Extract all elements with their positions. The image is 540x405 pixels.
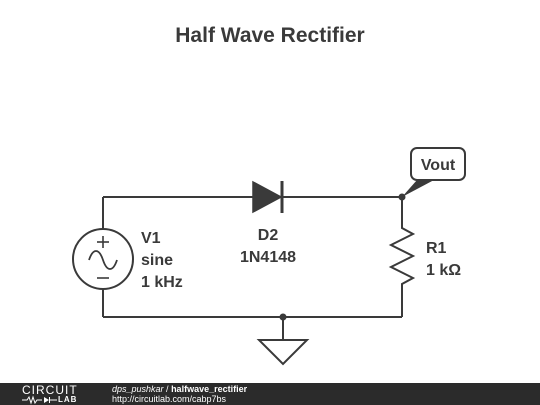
resistor-value-label: 1 kΩ	[426, 262, 461, 279]
author-link[interactable]: dps_pushkar	[112, 384, 164, 394]
footer-bar: CIRCUIT LAB dps_pushkar / halfwave_recti…	[0, 383, 540, 405]
diode-part-label: 1N4148	[240, 249, 296, 266]
probe-pointer-icon	[402, 180, 434, 197]
logo-top-text: CIRCUIT	[22, 383, 78, 397]
resistor-name-label: R1	[426, 240, 447, 257]
logo-lab-text: LAB	[58, 395, 78, 404]
voltage-source-v1[interactable]	[72, 228, 134, 290]
footer-attribution: dps_pushkar / halfwave_rectifier	[112, 384, 247, 394]
footer-info: dps_pushkar / halfwave_rectifier http://…	[112, 384, 247, 404]
diode-d2[interactable]	[252, 180, 284, 214]
probe-label-box	[410, 147, 466, 181]
project-link[interactable]: halfwave_rectifier	[171, 384, 248, 394]
ground-icon	[256, 339, 310, 366]
diagram-title: Half Wave Rectifier	[175, 24, 364, 47]
probe-label: Vout	[421, 157, 456, 174]
source-name-label: V1	[141, 230, 161, 247]
logo-circuit-icon	[22, 395, 57, 405]
resistor-zigzag-icon	[388, 222, 416, 290]
source-frequency-label: 1 kHz	[141, 274, 183, 291]
diode-name-label: D2	[258, 227, 279, 244]
diode-triangle-icon	[252, 180, 283, 214]
junction-dot-ground	[279, 313, 287, 321]
resistor-r1[interactable]	[388, 222, 416, 290]
footer-url[interactable]: http://circuitlab.com/cabp7bs	[112, 394, 227, 404]
vout-probe[interactable]: Vout	[402, 147, 466, 197]
logo-bottom: LAB	[22, 395, 94, 405]
source-type-label: sine	[141, 252, 173, 269]
sine-wave-icon	[88, 250, 118, 270]
wires	[102, 196, 403, 340]
circuit-diagram: Half Wave Rectifier	[72, 24, 466, 366]
circuitlab-logo[interactable]: CIRCUIT LAB	[22, 383, 94, 405]
path-separator: /	[163, 384, 172, 394]
